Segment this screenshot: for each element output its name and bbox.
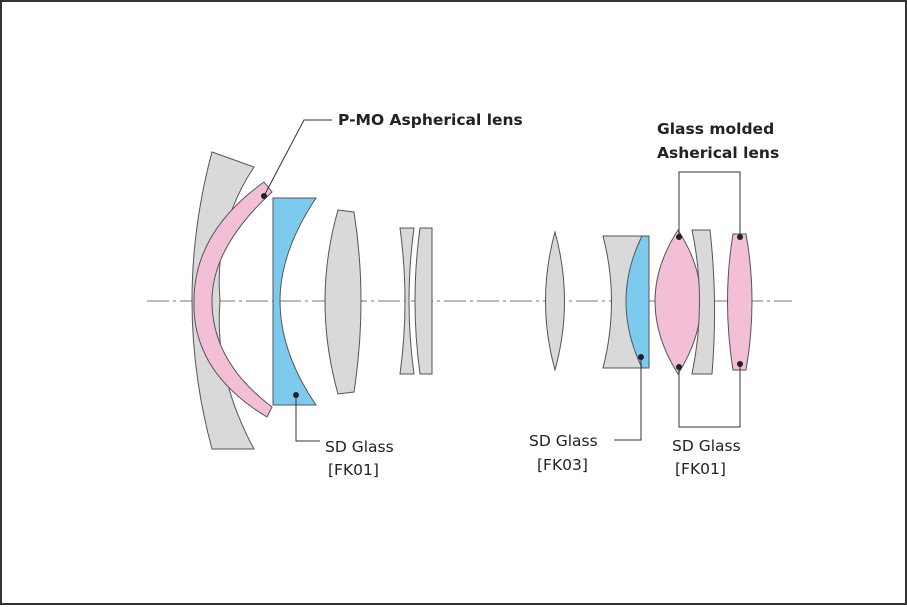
glass-molded-dot-1 (676, 234, 682, 240)
sd-mid-label-line1: SD Glass (529, 432, 598, 450)
sd-mid-label-line2: [FK03] (537, 456, 588, 474)
sd-mid-leader-line (614, 357, 642, 441)
lens-element-6 (414, 227, 433, 375)
lens-element-9-sd-fk03 (625, 235, 650, 369)
pmo-aspherical-label: P-MO Aspherical lens (338, 111, 523, 129)
glass-molded-label-line2: Asherical lens (657, 144, 780, 162)
sd-right-bracket (678, 364, 741, 428)
lens-element-11 (691, 229, 716, 375)
lens-element-7 (545, 230, 565, 372)
glass-molded-bracket (678, 171, 741, 237)
glass-molded-label-line1: Glass molded (657, 120, 775, 138)
glass-molded-dot-2 (737, 234, 743, 240)
sd-right-label-line2: [FK01] (675, 460, 726, 478)
lens-element-2-pmo-aspherical (193, 181, 273, 418)
sd-left-label-line2: [FK01] (328, 461, 379, 479)
pmo-leader-line (263, 119, 332, 197)
sd-right-dot-2 (737, 361, 743, 367)
lens-element-12-rear-aspherical (727, 233, 753, 371)
sd-right-label-line1: SD Glass (672, 437, 741, 455)
lens-element-5 (399, 227, 415, 375)
sd-left-leader-dot (293, 392, 299, 398)
sd-right-dot-1 (676, 364, 682, 370)
sd-left-label-line1: SD Glass (325, 438, 394, 456)
sd-left-leader-line (295, 395, 320, 442)
lens-element-4 (324, 209, 362, 395)
sd-mid-leader-dot (638, 354, 644, 360)
pmo-leader-dot (261, 193, 267, 199)
lens-element-3-sd-fk01 (272, 197, 317, 406)
lens-element-10-glass-molded-aspherical (654, 229, 702, 375)
